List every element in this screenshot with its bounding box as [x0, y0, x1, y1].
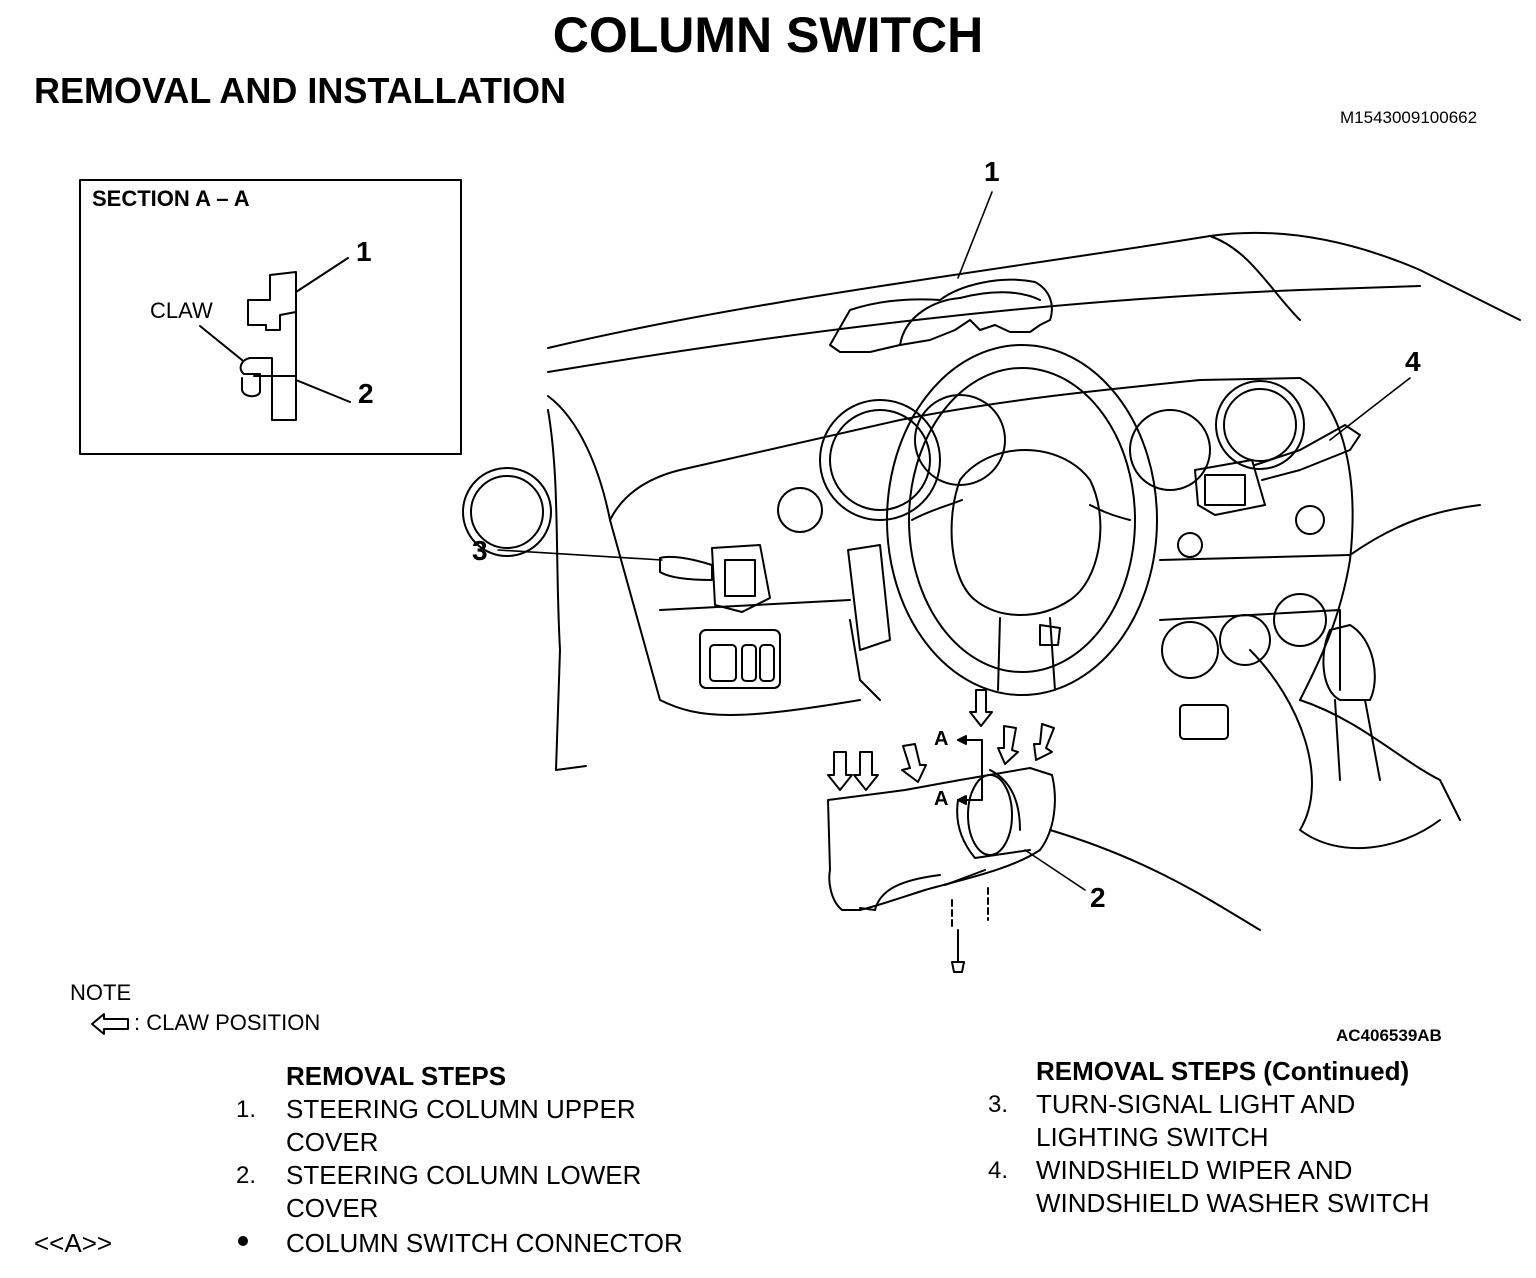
- leader-line-claw: [199, 325, 243, 361]
- removal-steps-heading: REMOVAL STEPS: [286, 1061, 507, 1091]
- claw-profile: [247, 274, 297, 331]
- upper-cover: [829, 278, 1053, 353]
- section-callout-1: 1: [356, 236, 372, 267]
- callout-4: 4: [1405, 346, 1421, 377]
- bullet-icon: [238, 1236, 248, 1246]
- claw-label: CLAW: [150, 298, 213, 323]
- wiper-switch: [1194, 424, 1361, 516]
- section-a-a-inset: [79, 179, 462, 455]
- claw-arrow-4: [969, 689, 993, 727]
- leader-callout-1: [957, 191, 993, 279]
- section-callout-2: 2: [358, 378, 374, 409]
- claw-legend-text: : CLAW POSITION: [134, 1010, 321, 1035]
- callout-3: 3: [472, 535, 488, 566]
- step-text: LIGHTING SWITCH: [1036, 1122, 1269, 1152]
- leader-callout-2: [1024, 849, 1086, 891]
- claw-arrow-6: [1033, 723, 1055, 761]
- claw-hook: [239, 357, 261, 398]
- leader-callout-4: [1329, 377, 1411, 441]
- mounting-screw: [951, 887, 989, 973]
- leader-line-2: [295, 379, 351, 403]
- section-title: SECTION A – A: [92, 186, 250, 211]
- upper-cover-profile: [269, 271, 297, 421]
- step-number: 1.: [236, 1096, 257, 1123]
- steering-wheel: [886, 344, 1158, 696]
- leader-callout-3: [497, 549, 663, 561]
- gauges-and-vents: [462, 380, 1381, 781]
- page-title: COLUMN SWITCH: [552, 7, 984, 63]
- note-heading: NOTE: [70, 980, 132, 1005]
- dashboard: [547, 231, 1521, 931]
- figure-id: AC406539AB: [1336, 1026, 1442, 1045]
- claw-arrow-2: [853, 751, 879, 791]
- callout-1: 1: [984, 156, 1000, 187]
- page-subtitle: REMOVAL AND INSTALLATION: [34, 70, 566, 111]
- step-text: WINDSHIELD WASHER SWITCH: [1036, 1188, 1430, 1218]
- section-mark-upper: A: [934, 728, 949, 750]
- step-text: COLUMN SWITCH CONNECTOR: [286, 1228, 683, 1258]
- lower-cover-profile: [249, 357, 273, 421]
- claw-arrow-5: [997, 725, 1019, 765]
- section-line-a-a: [957, 735, 983, 805]
- document-id: M1543009100662: [1340, 108, 1478, 127]
- callout-2: 2: [1090, 882, 1106, 913]
- lower-cover: [827, 767, 1056, 911]
- section-mark-lower: A: [934, 788, 949, 810]
- turn-signal-switch: [659, 544, 771, 613]
- callout-leaders: [497, 191, 1411, 891]
- claw-position-arrows: [827, 689, 1055, 791]
- step-text: COVER: [286, 1127, 379, 1157]
- claw-arrow-1: [827, 751, 853, 791]
- step-text: WINDSHIELD WIPER AND: [1036, 1155, 1353, 1185]
- step-text: COVER: [286, 1193, 379, 1223]
- claw-arrow-3: [901, 743, 927, 783]
- step-text: STEERING COLUMN LOWER: [286, 1160, 642, 1190]
- leader-line-1: [295, 257, 349, 293]
- removal-steps-continued-heading: REMOVAL STEPS (Continued): [1036, 1056, 1410, 1086]
- claw-legend-arrow-icon: [91, 1013, 129, 1035]
- step-number: 2.: [236, 1162, 257, 1189]
- step-text: STEERING COLUMN UPPER: [286, 1094, 636, 1124]
- service-point-ref: <<A>>: [34, 1228, 113, 1258]
- step-number: 3.: [988, 1091, 1009, 1118]
- step-text: TURN-SIGNAL LIGHT AND: [1036, 1089, 1356, 1119]
- step-number: 4.: [988, 1157, 1009, 1184]
